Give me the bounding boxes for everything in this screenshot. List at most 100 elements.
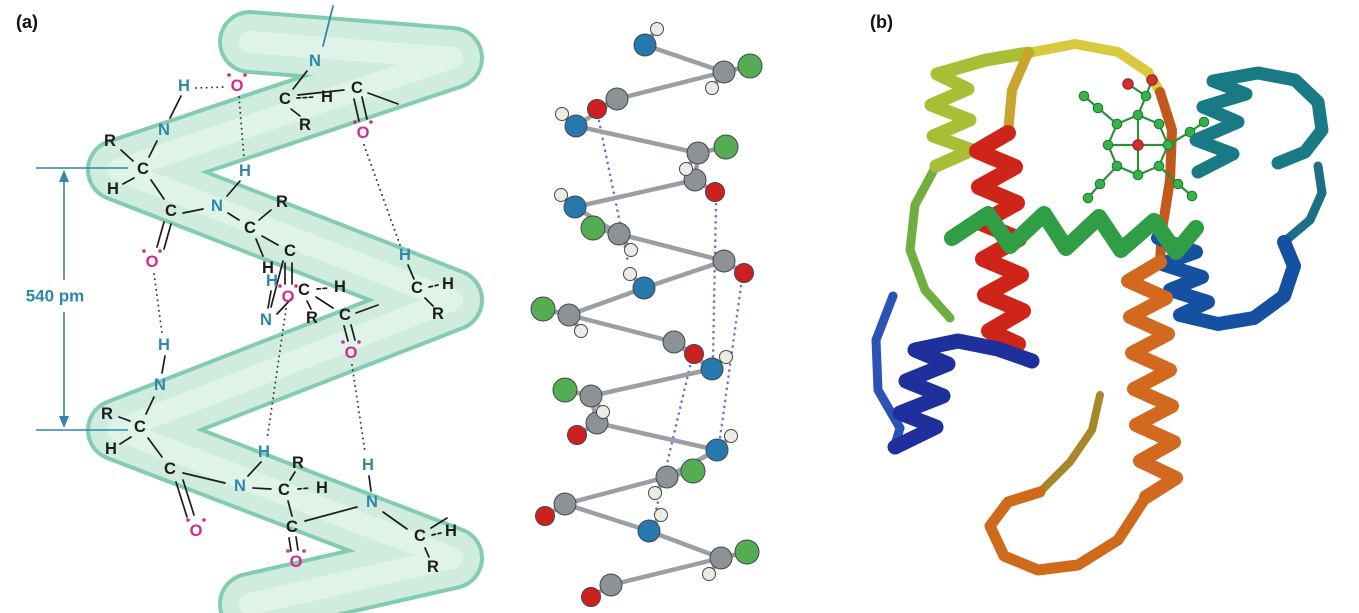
arrowhead-up <box>59 170 69 182</box>
model-stick <box>588 366 715 399</box>
ribbon-band <box>107 31 463 613</box>
connector-green-left <box>905 161 955 323</box>
model-stick <box>614 69 727 102</box>
alpha-helix-ribbon <box>86 10 484 613</box>
lone-pair-dot <box>369 120 373 124</box>
model-atom-C <box>599 573 623 597</box>
model-atom-O <box>587 99 607 119</box>
atom-label-H: H <box>158 336 170 354</box>
atom-label-C: C <box>164 460 176 478</box>
bond <box>182 479 195 516</box>
model-atom-H <box>650 22 664 36</box>
bond <box>343 325 349 342</box>
atom-label-R: R <box>101 405 113 423</box>
lone-pair-dot <box>353 120 357 124</box>
atom-label-O: O <box>290 553 303 571</box>
helix-green-mid <box>944 206 1204 260</box>
model-stick <box>573 123 701 156</box>
bond <box>431 532 442 536</box>
helix-teal-topright <box>1189 66 1329 179</box>
atom-label-R: R <box>306 309 318 327</box>
atom-label-N: N <box>366 493 378 511</box>
heme-atom-green <box>1186 190 1198 202</box>
heme-atom-green <box>1094 178 1106 190</box>
bond <box>276 297 293 315</box>
chemical-bonds <box>118 5 448 558</box>
bond <box>316 287 330 290</box>
bond <box>430 517 448 529</box>
heme-atom-green <box>1140 90 1152 102</box>
bond <box>226 180 241 197</box>
atom-label-H: H <box>107 180 119 198</box>
lone-pair-dot <box>158 249 162 253</box>
model-stick <box>562 501 652 534</box>
model-atom-H <box>719 350 733 364</box>
hydrogen-bond <box>195 86 227 89</box>
bond <box>292 70 308 90</box>
bond <box>169 95 182 119</box>
helix-navy-bottom-left <box>887 333 1040 455</box>
model-atom-N <box>563 195 587 219</box>
atom-label-H: H <box>262 259 274 277</box>
model-atom-H <box>724 429 738 443</box>
model-atom-C <box>553 492 577 516</box>
model-atom-H <box>574 324 588 338</box>
bond <box>304 506 358 522</box>
bond <box>252 487 272 490</box>
bond <box>296 96 316 99</box>
bond <box>120 149 134 162</box>
model-atom-R <box>530 296 556 322</box>
bond <box>163 223 172 250</box>
heme-atom-green <box>1198 116 1210 128</box>
helix-yellowgreen-topleft <box>924 46 1035 173</box>
lone-pair-dot <box>278 284 282 288</box>
model-atom-H <box>596 405 610 419</box>
model-atom-R <box>552 377 578 403</box>
lone-pair-dot <box>294 284 298 288</box>
atom-label-N: N <box>211 197 223 215</box>
heme-atom-red <box>1132 139 1144 151</box>
heme-atom-green <box>1082 192 1094 204</box>
atom-label-C: C <box>244 219 256 237</box>
bond <box>368 475 372 492</box>
model-hydrogen-bond <box>597 119 630 264</box>
atom-label-C: C <box>414 527 426 545</box>
model-atom-C <box>712 60 736 84</box>
bond <box>350 324 356 341</box>
model-atom-N <box>700 357 724 381</box>
model-atom-H <box>648 486 662 500</box>
heme-atom-green <box>1092 102 1104 114</box>
bond <box>119 436 132 445</box>
atom-label-C: C <box>286 518 298 536</box>
atom-label-O: O <box>146 253 159 271</box>
bond <box>295 536 299 551</box>
bond <box>289 471 296 481</box>
model-hydrogen-bond <box>711 202 718 359</box>
heme-atom-green <box>1184 126 1196 138</box>
hydrogen-bond <box>153 273 163 334</box>
protein-ribbon-diagram <box>871 39 1329 576</box>
model-atom-R <box>734 539 760 565</box>
atom-label-O: O <box>345 344 358 362</box>
model-atom-H <box>554 188 568 202</box>
model-atom-O <box>734 263 754 283</box>
model-atom-R <box>713 134 739 160</box>
atom-label-R: R <box>292 454 304 472</box>
atom-label-O: O <box>190 522 203 540</box>
model-atom-N <box>705 438 729 462</box>
heme-atom-red <box>1122 78 1134 90</box>
bond <box>367 92 399 105</box>
bond <box>353 98 360 122</box>
model-atom-N <box>633 33 657 57</box>
lone-pair-dot <box>286 549 290 553</box>
heme-atom-green <box>1111 160 1123 172</box>
model-atom-R <box>580 215 606 241</box>
atom-label-H: H <box>445 522 457 540</box>
bond <box>306 300 312 310</box>
lone-pair-dot <box>227 73 231 77</box>
model-atom-O <box>535 506 555 526</box>
measurement-label: 540 pm <box>26 287 85 306</box>
heme-atom-green <box>1132 169 1144 181</box>
heme-atom-green <box>1153 118 1165 130</box>
